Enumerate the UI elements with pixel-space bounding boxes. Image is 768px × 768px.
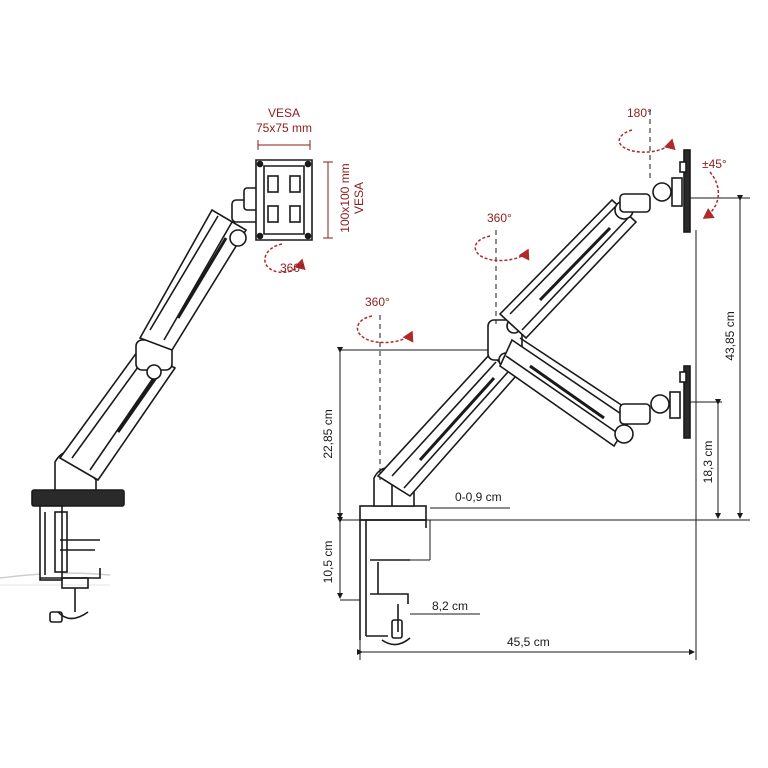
tilt-head-left [231,187,263,223]
desk-clamp-left [31,489,125,623]
clamp-gap-label: 0-0,9 cm [455,490,502,504]
tilt-label: 180° [627,106,652,120]
dimension-lines [337,195,743,655]
upper-arm-raised [498,198,638,340]
lower-arm-left [58,346,177,482]
rotation-axes [379,110,651,480]
desk-clamp-right [359,505,427,646]
upper-arm-left [138,208,248,351]
elbow-rotation-arrow [474,235,530,262]
vesa-large-title: VESA [352,182,366,214]
clamp-depth-label: 8,2 cm [432,599,468,613]
vesa-plate-left [255,159,313,241]
arm-height-label: 22,85 cm [321,409,335,458]
base-rotation-label: 360° [365,295,390,309]
vesa-title: VESA [268,106,300,120]
base-rotation-arrow [356,315,414,344]
lower-mount-height-label: 18,3 cm [701,441,715,484]
clamp-height-label: 10,5 cm [321,541,335,584]
swivel-arrow [702,171,719,219]
left-view: VESA 75x75 mm 100x100 mm VESA 360° [0,106,366,623]
upper-arm-lowered [498,337,634,448]
total-reach-label: 45,5 cm [507,635,550,649]
tilt-arrow [618,129,676,153]
vesa-dimension-lines [257,140,333,239]
lower-arm-right [376,352,518,498]
plate-rotation-label: 360° [280,261,305,275]
swivel-label: ±45° [702,157,727,171]
right-view: 180° ±45° 360° 360° 43,85 cm 22,85 cm 18… [321,106,750,660]
total-height-label: 43,85 cm [723,311,737,360]
plate-rotation-arrow [264,243,306,274]
vesa-large-size: 100x100 mm [338,163,352,232]
tilt-head-lower [619,365,691,439]
vesa-small-size: 75x75 mm [256,121,312,135]
elbow-rotation-label: 360° [487,211,512,225]
tilt-head-top [619,149,691,233]
